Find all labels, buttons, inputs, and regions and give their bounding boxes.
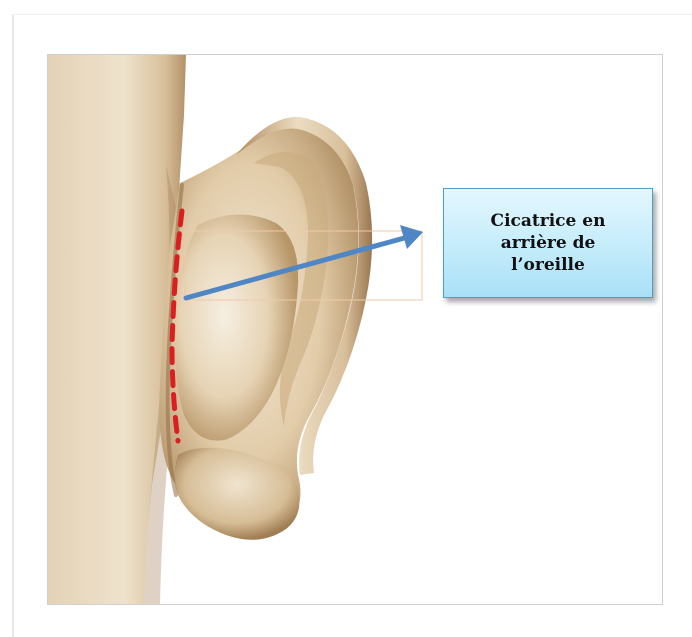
callout-line-3: l’oreille xyxy=(491,254,606,276)
page-top-edge xyxy=(12,14,692,15)
callout-line-2: arrière de xyxy=(491,232,606,254)
callout-box: Cicatrice en arrière de l’oreille xyxy=(443,188,653,298)
figure-frame: Cicatrice en arrière de l’oreille xyxy=(47,54,663,605)
callout-line-1: Cicatrice en xyxy=(491,210,606,232)
page-left-edge xyxy=(12,14,14,637)
ear-illustration xyxy=(48,55,662,604)
callout-text: Cicatrice en arrière de l’oreille xyxy=(491,210,606,276)
